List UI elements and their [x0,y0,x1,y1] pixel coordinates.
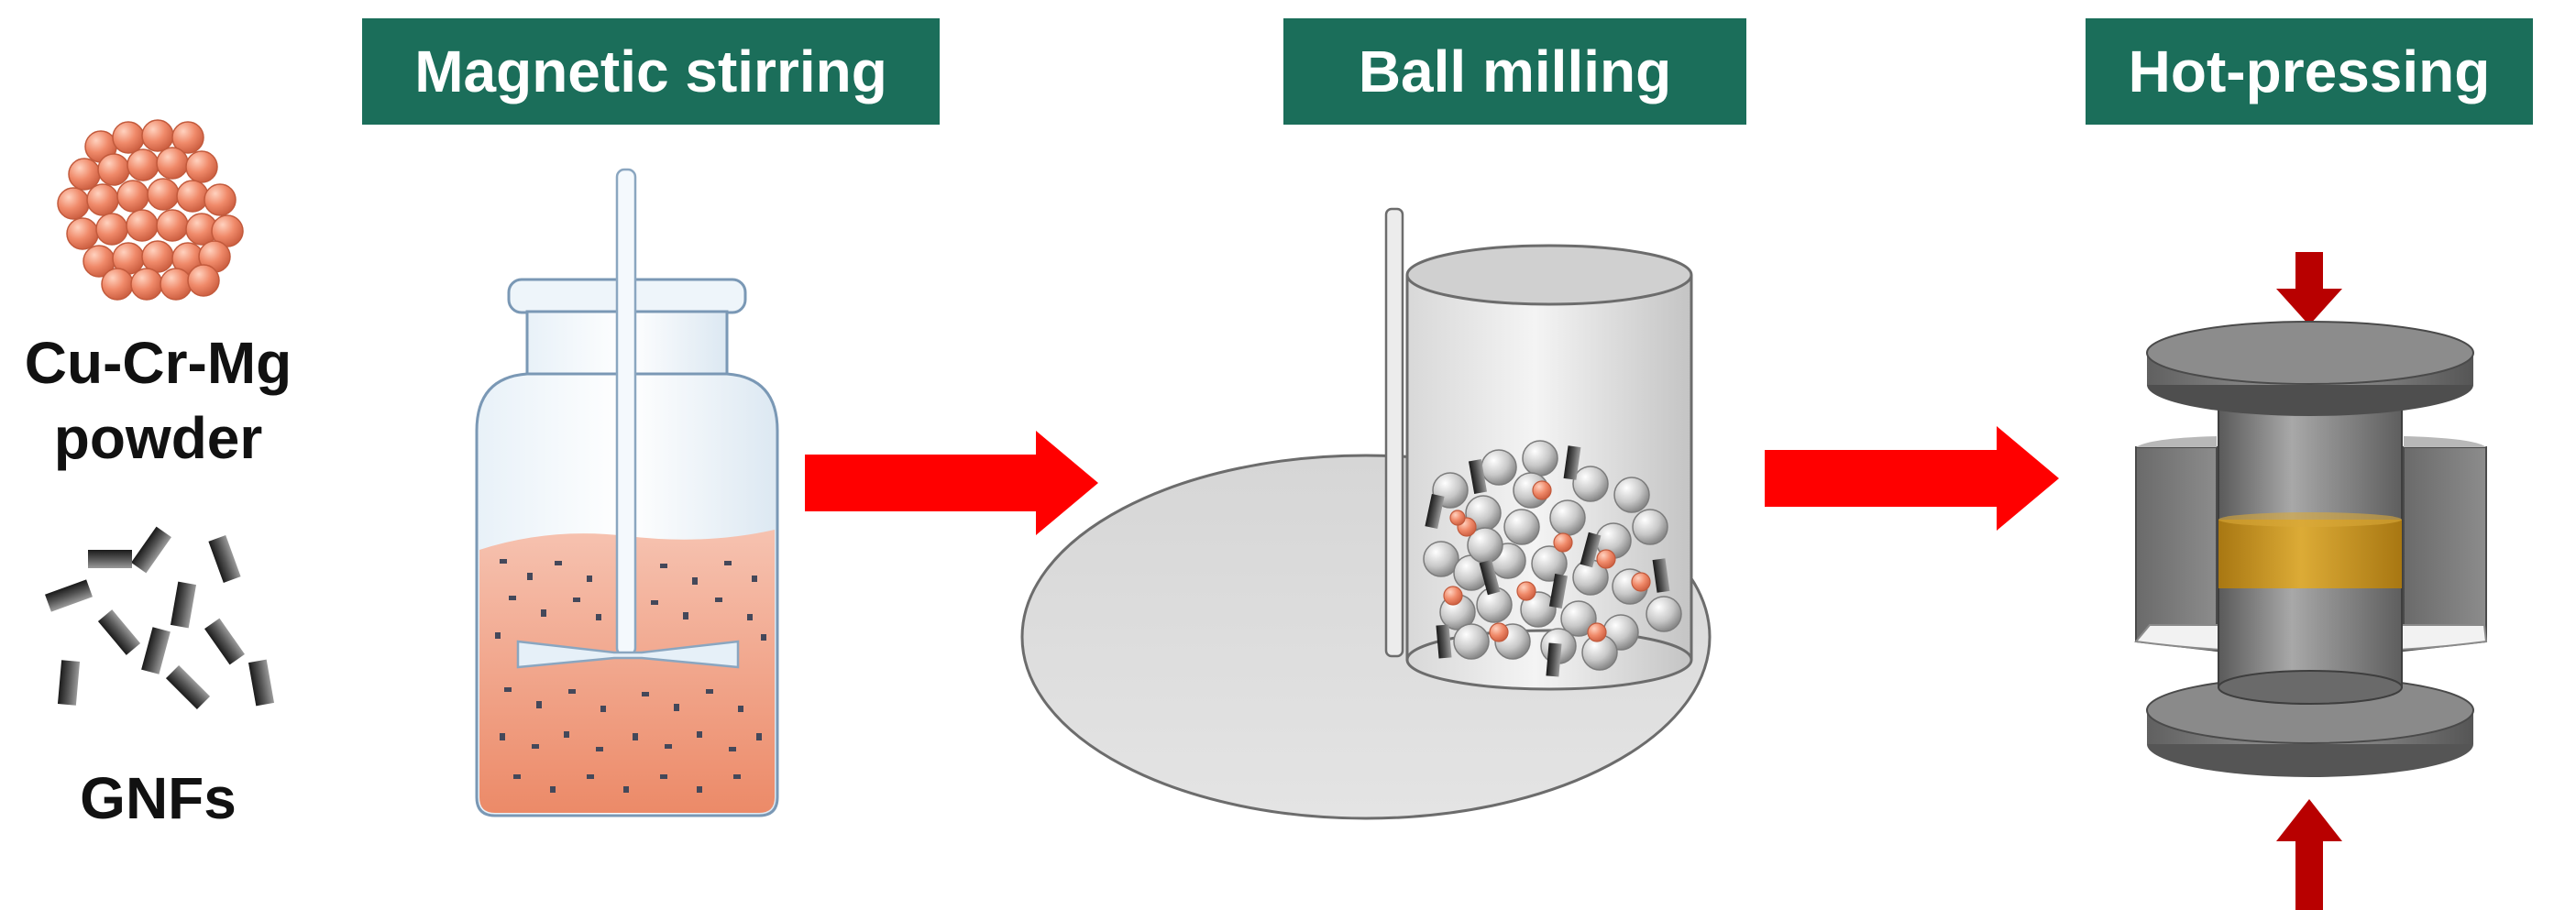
powder-label-line2: powder [53,405,263,471]
stirring-jar-icon [475,168,779,817]
hot-press-icon [2134,252,2488,910]
gnf-label: GNFs [80,765,237,831]
process-arrow-icon-2 [1765,426,2059,531]
powder-label-line1: Cu-Cr-Mg [24,330,292,396]
step-label-magnetic-stirring: Magnetic stirring [362,18,940,125]
powder-label: Cu-Cr-Mg powder [0,325,316,476]
step-label-hot-pressing: Hot-pressing [2086,18,2533,125]
pressure-arrow-icon-up [2276,799,2342,910]
process-arrow-icon [805,431,1098,535]
ball-mill-icon [1020,207,1712,820]
pressure-arrow-icon [2276,252,2342,325]
step-label-ball-milling: Ball milling [1283,18,1746,125]
gnf-flakes-icon [45,526,275,710]
copper-powder-cluster-icon [57,119,244,301]
